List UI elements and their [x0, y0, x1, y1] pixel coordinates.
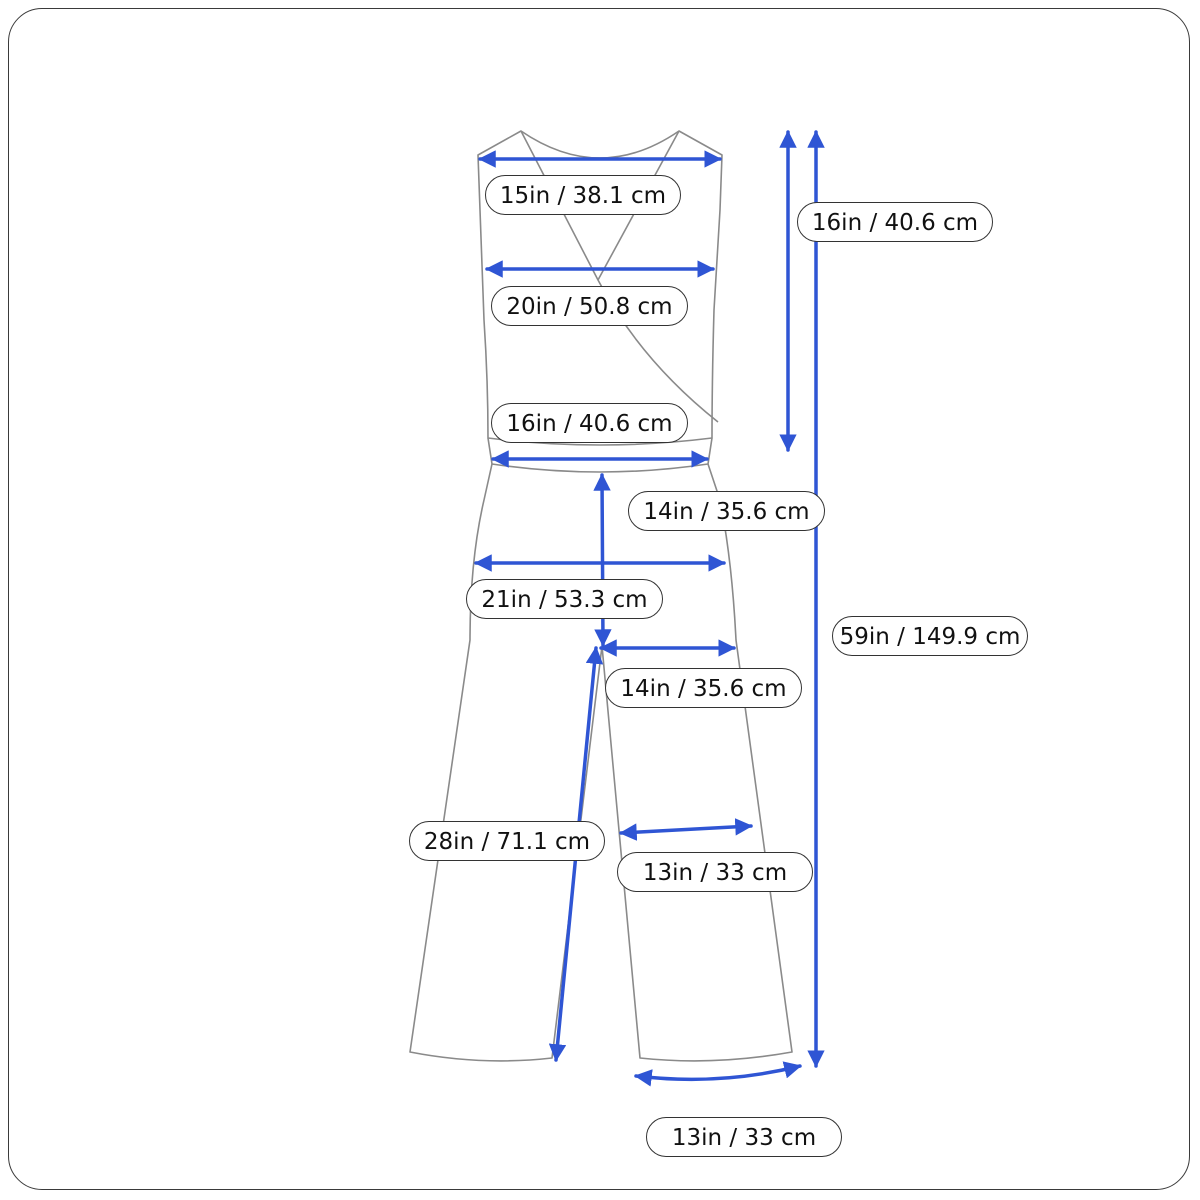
- total-length-label: 59in / 149.9 cm: [832, 616, 1028, 656]
- leg-opening-arrow: [634, 1061, 802, 1087]
- shoulder-label: 15in / 38.1 cm: [485, 175, 681, 215]
- knee-label: 13in / 33 cm: [617, 852, 813, 892]
- bodice-length-label: 16in / 40.6 cm: [797, 202, 993, 242]
- chest-label: 20in / 50.8 cm: [491, 286, 688, 326]
- rise-label: 14in / 35.6 cm: [628, 491, 825, 531]
- leg-opening-label: 13in / 33 cm: [646, 1117, 842, 1157]
- waist-label: 16in / 40.6 cm: [491, 403, 688, 443]
- inseam-label: 28in / 71.1 cm: [409, 821, 605, 861]
- thigh-label: 14in / 35.6 cm: [605, 668, 802, 708]
- hip-label: 21in / 53.3 cm: [466, 579, 663, 619]
- knee-arrow: [619, 818, 753, 841]
- image-frame: [8, 8, 1190, 1190]
